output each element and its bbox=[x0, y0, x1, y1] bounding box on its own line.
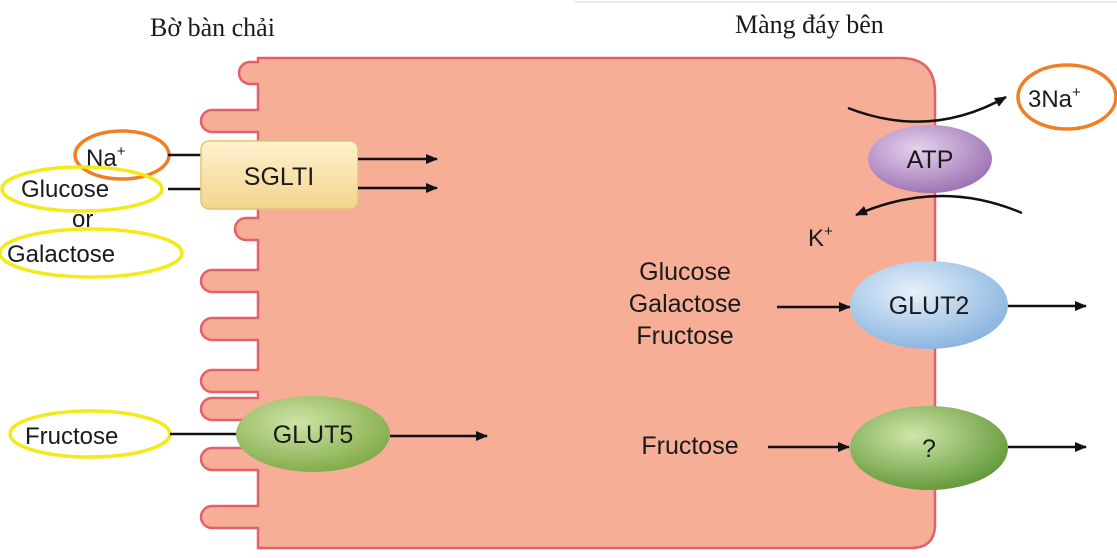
glucose-highlight-ring bbox=[0, 165, 164, 213]
atp-pump bbox=[868, 125, 992, 193]
or-label: or bbox=[72, 206, 93, 233]
fructose-apical-label: Fructose bbox=[25, 423, 118, 450]
glut2-substrate-galactose: Galactose bbox=[629, 290, 742, 318]
glut2-transporter bbox=[850, 261, 1008, 349]
galactose-label: Galactose bbox=[7, 241, 115, 268]
sglt-label: SGLTI bbox=[244, 163, 314, 191]
glut2-substrate-fructose: Fructose bbox=[636, 322, 733, 350]
sglt-transporter bbox=[200, 140, 359, 210]
sodium-out-highlight-ring bbox=[1016, 63, 1117, 131]
glut2-label: GLUT2 bbox=[889, 292, 970, 320]
potassium-label: K+ bbox=[808, 223, 833, 252]
unknown-transporter bbox=[850, 406, 1008, 490]
glut2-substrate-glucose: Glucose bbox=[639, 258, 731, 286]
fructose-basolateral-label: Fructose bbox=[641, 432, 738, 460]
sodium-pump-arrow-out bbox=[847, 95, 1007, 123]
apical-heading: Bờ bàn chải bbox=[150, 13, 275, 42]
enterocyte-cell bbox=[199, 56, 937, 550]
basolateral-heading: Màng đáy bên bbox=[735, 10, 884, 39]
glut5-label: GLUT5 bbox=[273, 421, 354, 449]
glucose-label: Glucose bbox=[21, 176, 109, 203]
potassium-pump-arrow-in bbox=[855, 194, 1023, 217]
unknown-transporter-label: ? bbox=[922, 435, 936, 463]
galactose-highlight-ring bbox=[0, 227, 184, 279]
atp-label: ATP bbox=[907, 146, 954, 174]
glut5-transporter bbox=[236, 396, 390, 472]
sodium-out-label: 3Na+ bbox=[1028, 84, 1081, 113]
